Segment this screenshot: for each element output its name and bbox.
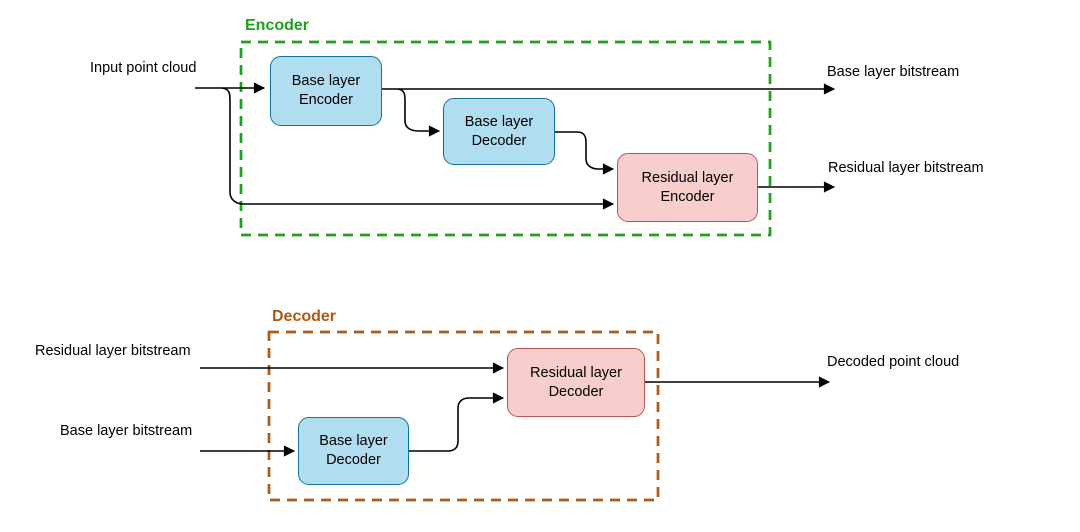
- node-residual-layer-decoder: Residual layer Decoder: [507, 348, 645, 417]
- node-base-layer-encoder: Base layer Encoder: [270, 56, 382, 126]
- encoder-section-label: Encoder: [245, 17, 310, 34]
- arrow-base-decoder-to-residual-decoder: [409, 392, 505, 452]
- label-residual-layer-bitstream-input: Residual layer bitstream: [35, 343, 191, 359]
- label-decoded-point-cloud: Decoded point cloud: [827, 354, 960, 370]
- arrow-base-decoder-to-residual-encoder: [555, 131, 615, 175]
- label-base-layer-bitstream-output: Base layer bitstream: [827, 64, 960, 80]
- label-input-point-cloud: Input point cloud: [90, 60, 197, 76]
- arrow-base-encoder-to-base-decoder: [397, 88, 441, 137]
- label-base-layer-bitstream-input: Base layer bitstream: [60, 423, 193, 439]
- node-base-layer-decoder-in-decoder: Base layer Decoder: [298, 417, 409, 485]
- encoder-dashed-frame: [239, 40, 772, 237]
- arrow-input-branch-to-residual-encoder: [221, 87, 615, 210]
- decoder-section-label: Decoder: [272, 308, 337, 325]
- node-base-layer-decoder-in-encoder: Base layer Decoder: [443, 98, 555, 165]
- decoder-dashed-frame: [267, 330, 660, 502]
- node-residual-layer-encoder: Residual layer Encoder: [617, 153, 758, 222]
- label-residual-layer-bitstream-output: Residual layer bitstream: [828, 160, 984, 176]
